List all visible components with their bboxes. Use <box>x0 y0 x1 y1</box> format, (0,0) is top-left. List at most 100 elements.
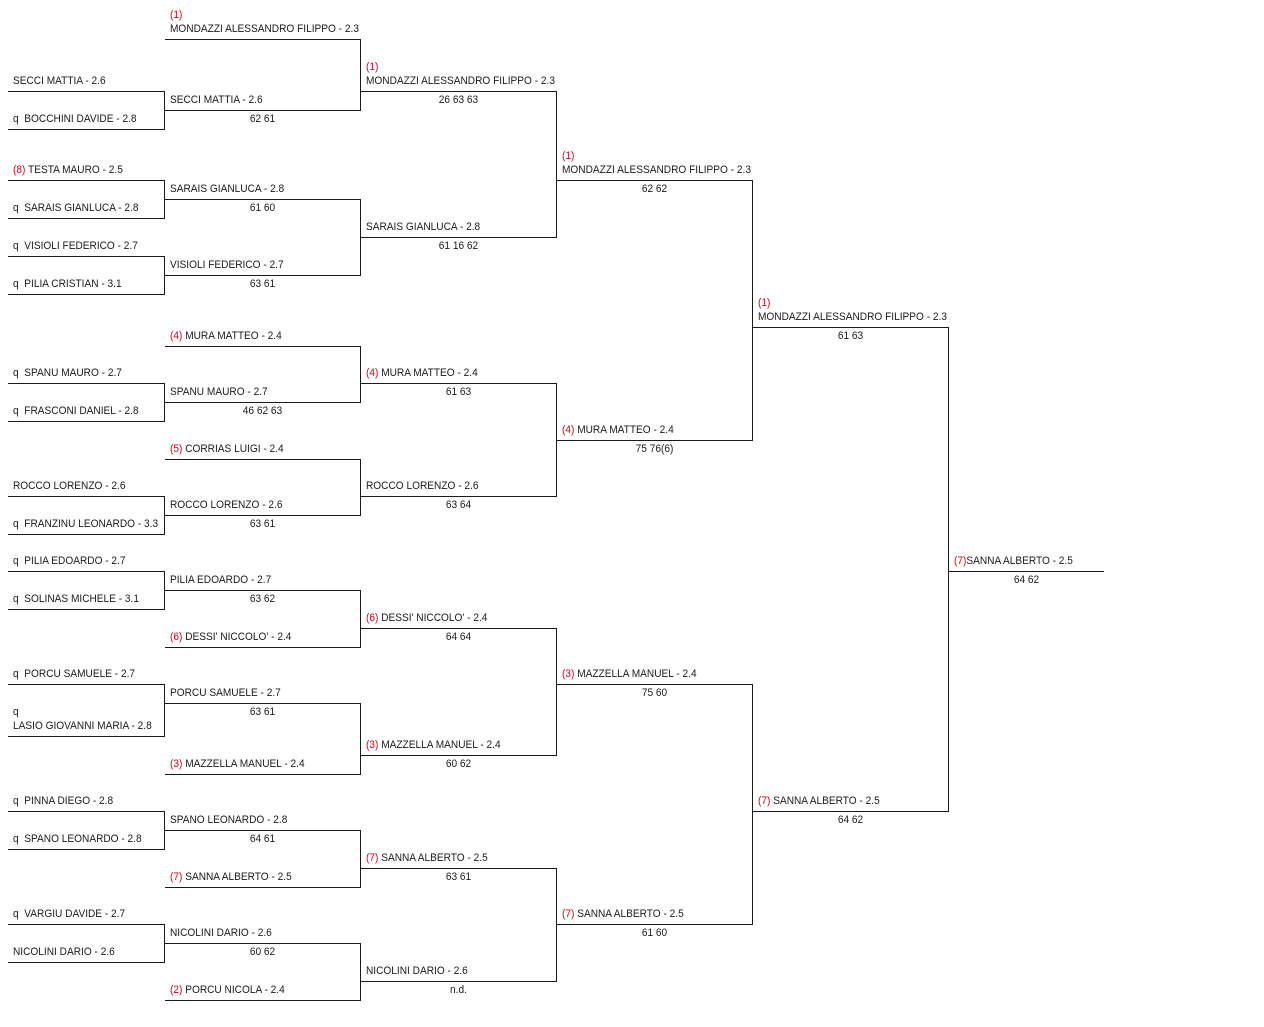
qualifier-mark: q <box>13 795 19 807</box>
entry-underline <box>165 459 360 460</box>
match-score: 64 62 <box>1013 574 1040 586</box>
qualifier-mark: q <box>13 518 19 530</box>
player-name: FRASCONI DANIEL - 2.8 <box>24 405 139 417</box>
player-name: MONDAZZI ALESSANDRO FILIPPO - 2.3 <box>366 75 555 87</box>
player-name: NICOLINI DARIO - 2.6 <box>366 965 468 977</box>
seed-number: (1) <box>758 297 771 309</box>
player-name: DESSI' NICCOLO' - 2.4 <box>381 612 488 624</box>
entry-underline <box>165 887 360 888</box>
seed-number: (4) <box>562 424 575 436</box>
player-name: MONDAZZI ALESSANDRO FILIPPO - 2.3 <box>170 23 359 35</box>
bracket-entry: SECCI MATTIA - 2.6 <box>13 75 106 88</box>
entry-underline <box>8 421 164 422</box>
player-name: CORRIAS LUIGI - 2.4 <box>185 443 284 455</box>
qualifier-mark: q <box>13 367 19 379</box>
qualifier-mark: q <box>13 278 19 290</box>
player-name: LASIO GIOVANNI MARIA - 2.8 <box>13 720 152 732</box>
bracket-entry: q SARAIS GIANLUCA - 2.8 <box>13 202 138 215</box>
match-score: 63 61 <box>445 871 472 883</box>
entry-underline <box>949 571 1104 572</box>
match-score: 61 63 <box>837 330 864 342</box>
seed-number: (6) <box>366 612 379 624</box>
entry-underline <box>165 830 360 831</box>
bracket-entry: MONDAZZI ALESSANDRO FILIPPO - 2.3 <box>366 75 555 88</box>
bracket-connector <box>360 39 361 111</box>
match-score: 62 61 <box>249 113 276 125</box>
entry-underline <box>165 110 360 111</box>
entry-underline <box>8 811 164 812</box>
entry-underline <box>8 534 164 535</box>
bracket-entry: q VARGIU DAVIDE - 2.7 <box>13 908 125 921</box>
match-score: 62 62 <box>641 183 668 195</box>
seed-number: (7) <box>562 908 575 920</box>
entry-underline <box>557 440 752 441</box>
qualifier-mark: q <box>13 706 19 718</box>
player-name: SANNA ALBERTO - 2.5 <box>381 852 488 864</box>
entry-underline <box>8 496 164 497</box>
player-name: SANNA ALBERTO - 2.5 <box>773 795 880 807</box>
entry-underline <box>361 383 556 384</box>
entry-underline <box>165 590 360 591</box>
bracket-entry: (7)SANNA ALBERTO - 2.5 <box>954 555 1073 568</box>
bracket-connector <box>164 571 165 610</box>
bracket-connector <box>360 943 361 1001</box>
qualifier-mark: q <box>13 405 19 417</box>
bracket-entry: q PORCU SAMUELE - 2.7 <box>13 668 135 681</box>
match-score: 63 61 <box>249 278 276 290</box>
entry-underline <box>557 180 752 181</box>
seed-number: (3) <box>366 739 379 751</box>
bracket-connector <box>556 628 557 756</box>
match-score: 63 61 <box>249 518 276 530</box>
entry-underline <box>8 609 164 610</box>
bracket-entry: q PINNA DIEGO - 2.8 <box>13 795 113 808</box>
qualifier-mark: q <box>13 833 19 845</box>
seed-number: (7) <box>758 795 771 807</box>
bracket-entry: q FRASCONI DANIEL - 2.8 <box>13 405 139 418</box>
bracket-entry: NICOLINI DARIO - 2.6 <box>366 965 468 978</box>
player-name: PORCU NICOLA - 2.4 <box>185 984 285 996</box>
entry-underline <box>8 962 164 963</box>
qualifier-mark: q <box>13 668 19 680</box>
entry-underline <box>165 703 360 704</box>
player-name: SPANO LEONARDO - 2.8 <box>24 833 142 845</box>
player-name: ROCCO LORENZO - 2.6 <box>13 480 126 492</box>
bracket-entry: (3) MAZZELLA MANUEL - 2.4 <box>366 739 501 752</box>
player-name: SARAIS GIANLUCA - 2.8 <box>24 202 139 214</box>
match-score: 60 62 <box>249 946 276 958</box>
bracket-entry: ROCCO LORENZO - 2.6 <box>366 480 478 493</box>
bracket-entry: q SPANU MAURO - 2.7 <box>13 367 122 380</box>
entry-underline <box>165 39 360 40</box>
match-score: 64 61 <box>249 833 276 845</box>
match-score: 26 63 63 <box>438 94 479 106</box>
bracket-entry: SARAIS GIANLUCA - 2.8 <box>170 183 284 196</box>
bracket-connector <box>360 199 361 276</box>
bracket-connector <box>360 830 361 888</box>
bracket-entry: (6) DESSI' NICCOLO' - 2.4 <box>170 631 291 644</box>
player-name: SOLINAS MICHELE - 3.1 <box>24 593 140 605</box>
bracket-entry: SPANO LEONARDO - 2.8 <box>170 814 287 827</box>
bracket-connector <box>360 590 361 648</box>
player-name: MONDAZZI ALESSANDRO FILIPPO - 2.3 <box>562 164 751 176</box>
entry-underline <box>8 736 164 737</box>
bracket-connector <box>164 383 165 422</box>
seed-number: (3) <box>562 668 575 680</box>
bracket-entry: (3) MAZZELLA MANUEL - 2.4 <box>562 668 697 681</box>
qualifier-mark: q <box>13 593 19 605</box>
bracket-connector <box>164 180 165 219</box>
match-score: 75 76(6) <box>635 443 674 455</box>
bracket-entry: (5) CORRIAS LUIGI - 2.4 <box>170 443 284 456</box>
bracket-entry: (7) SANNA ALBERTO - 2.5 <box>758 795 880 808</box>
entry-underline <box>165 346 360 347</box>
bracket-entry: NICOLINI DARIO - 2.6 <box>13 946 115 959</box>
bracket-entry: MONDAZZI ALESSANDRO FILIPPO - 2.3 <box>170 23 359 36</box>
bracket-entry: q PILIA CRISTIAN - 3.1 <box>13 278 122 291</box>
player-name: SANNA ALBERTO - 2.5 <box>185 871 292 883</box>
match-score: 61 16 62 <box>438 240 479 252</box>
entry-underline <box>8 180 164 181</box>
entry-underline <box>557 684 752 685</box>
bracket-entry: (3) MAZZELLA MANUEL - 2.4 <box>170 758 305 771</box>
entry-underline <box>8 129 164 130</box>
entry-underline <box>8 91 164 92</box>
bracket-connector <box>360 346 361 403</box>
entry-underline <box>753 811 948 812</box>
